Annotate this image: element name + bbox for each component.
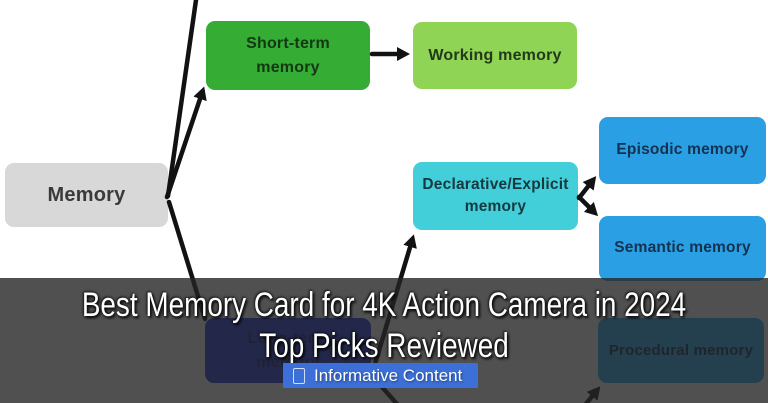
edge-memory-to-short-term	[164, 86, 207, 200]
node-semantic-memory-label: Semantic memory	[614, 239, 751, 257]
node-declarative-explicit-memory: Declarative/Explicit memory	[413, 162, 578, 230]
edge-declarative-to-semantic	[576, 194, 599, 217]
edge-memory-to-top	[165, 0, 199, 199]
node-short-term-memory: Short-term memory	[206, 21, 370, 90]
node-memory-label: Memory	[47, 183, 126, 206]
node-memory: Memory	[5, 163, 168, 227]
node-short-term-memory-label: Short-term memory	[246, 35, 330, 76]
node-semantic-memory: Semantic memory	[599, 216, 766, 281]
edge-declarative-to-episodic	[576, 176, 597, 201]
node-working-memory-label: Working memory	[428, 46, 562, 64]
node-working-memory: Working memory	[413, 22, 577, 89]
node-declarative-explicit-memory-label: Declarative/Explicit memory	[422, 175, 569, 215]
caption-overlay	[0, 278, 768, 403]
node-episodic-memory-label: Episodic memory	[616, 141, 749, 159]
node-episodic-memory: Episodic memory	[599, 117, 766, 184]
